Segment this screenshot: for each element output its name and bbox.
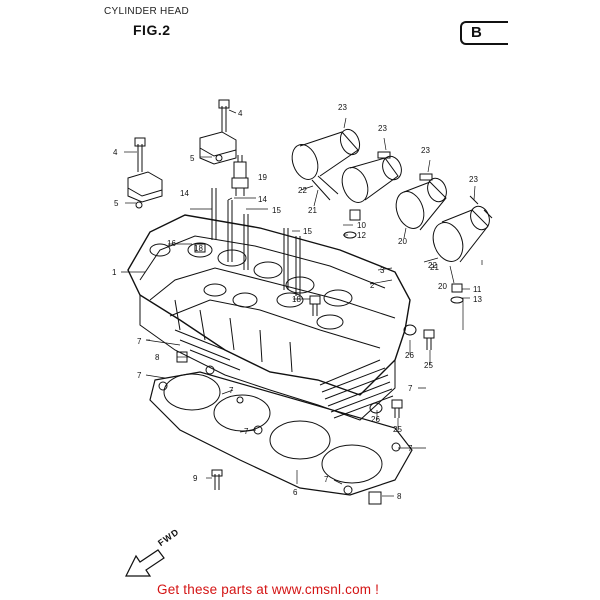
leader-lines <box>121 109 483 497</box>
callout-23c: 23 <box>421 146 430 155</box>
callout-18b: 18 <box>292 295 301 304</box>
callout-7e: 7 <box>408 384 413 393</box>
callout-12: 12 <box>357 231 366 240</box>
callout-7a: 7 <box>137 337 142 346</box>
cylinder-head <box>127 214 411 421</box>
callout-labels: 1 2 3 4 4 5 5 6 7 7 7 7 7 7 7 8 8 9 10 1… <box>112 103 482 501</box>
callout-8a: 8 <box>155 353 160 362</box>
cam-cap-pieces <box>127 99 237 209</box>
stud-bolts <box>211 188 301 296</box>
callout-6: 6 <box>293 488 298 497</box>
head-gasket <box>149 365 413 496</box>
callout-18: 18 <box>194 244 203 253</box>
callout-23d: 23 <box>469 175 478 184</box>
callout-9: 9 <box>193 474 198 483</box>
callout-5a: 5 <box>190 154 195 163</box>
callout-25b: 25 <box>393 425 402 434</box>
variant-badge: B <box>460 21 508 45</box>
callout-7b: 7 <box>137 371 142 380</box>
callout-22b: 22 <box>428 261 437 270</box>
small-fittings <box>176 209 464 505</box>
callout-15a: 15 <box>272 206 281 215</box>
callout-14a: 14 <box>180 189 189 198</box>
callout-20a: 20 <box>398 237 407 246</box>
intake-rubbers <box>291 128 493 263</box>
callout-3: 3 <box>380 266 385 275</box>
callout-26b: 26 <box>371 415 380 424</box>
callout-10: 10 <box>357 221 366 230</box>
callout-4a: 4 <box>238 109 243 118</box>
callout-5b: 5 <box>114 199 119 208</box>
callout-26a: 26 <box>405 351 414 360</box>
figure-label: FIG.2 <box>133 22 171 38</box>
footer-link-text[interactable]: Get these parts at www.cmsnl.com ! <box>157 582 380 597</box>
callout-23a: 23 <box>338 103 347 112</box>
callout-23b: 23 <box>378 124 387 133</box>
spark-plug <box>231 155 249 196</box>
callout-8b: 8 <box>397 492 402 501</box>
section-title: CYLINDER HEAD <box>104 6 190 17</box>
callout-16: 16 <box>167 239 176 248</box>
callout-14b: 14 <box>258 195 267 204</box>
callout-7f: 7 <box>408 444 413 453</box>
callout-7g: 7 <box>324 475 329 484</box>
callout-13: 13 <box>473 295 482 304</box>
forward-arrow <box>125 549 165 577</box>
callout-20b: 20 <box>438 282 447 291</box>
callout-25a: 25 <box>424 361 433 370</box>
callout-7c: 7 <box>229 386 234 395</box>
callout-7d: 7 <box>244 427 249 436</box>
callout-21a: 21 <box>308 206 317 215</box>
callout-22a: 22 <box>298 186 307 195</box>
callout-2: 2 <box>370 281 375 290</box>
callout-15b: 15 <box>303 227 312 236</box>
callout-11: 11 <box>473 285 482 294</box>
callout-19: 19 <box>258 173 267 182</box>
callout-4b: 4 <box>113 148 118 157</box>
callout-1: 1 <box>112 268 117 277</box>
callout-21b: 21 <box>430 263 439 272</box>
